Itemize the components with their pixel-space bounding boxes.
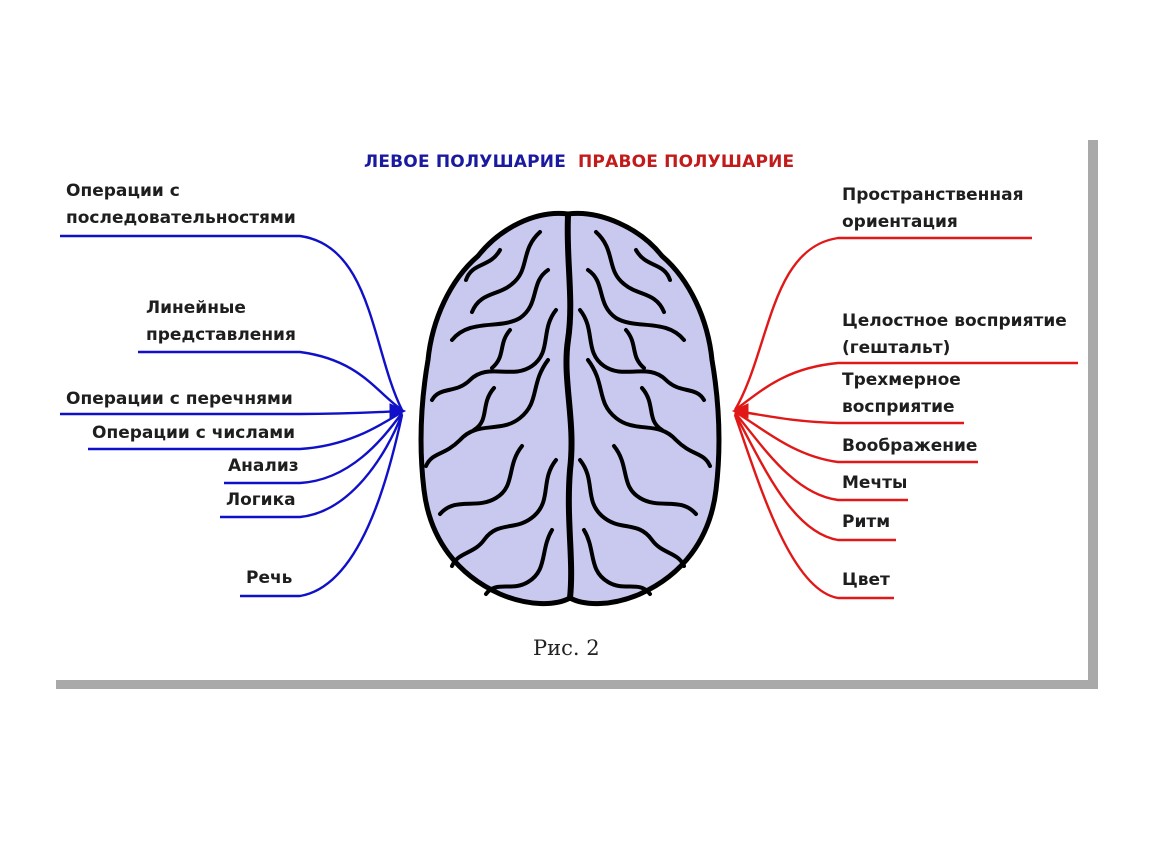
left-connector-lines: [60, 234, 407, 598]
left-label-sequences-line1: Операции с: [66, 181, 180, 201]
left-label-speech: Речь: [246, 568, 293, 588]
left-label-logic: Логика: [226, 490, 296, 510]
right-connector-1: [733, 236, 1032, 411]
right-connector-5: [734, 412, 908, 502]
left-connector-1: [60, 234, 404, 411]
right-label-spatial-line2: ориентация: [842, 212, 958, 232]
right-connector-6: [733, 413, 896, 542]
right-hemisphere-header: ПРАВОЕ ПОЛУШАРИЕ: [578, 152, 795, 172]
right-label-spatial: Пространственная ориентация: [842, 182, 1024, 236]
frame-shadow-bottom: [56, 680, 1098, 689]
right-arrow: [731, 403, 749, 419]
right-label-color: Цвет: [842, 570, 890, 590]
left-connector-6: [220, 413, 404, 519]
right-label-3d: Трехмерное восприятие: [842, 367, 961, 421]
right-connector-7: [733, 414, 894, 600]
left-connector-2: [138, 350, 403, 411]
right-label-gestalt: Целостное восприятие (гештальт): [842, 308, 1067, 362]
left-label-sequences: Операции с последовательностями: [66, 178, 296, 232]
right-label-3d-line1: Трехмерное: [842, 370, 961, 390]
right-connector-4: [734, 410, 978, 464]
right-label-spatial-line1: Пространственная: [842, 185, 1024, 205]
right-label-dreams: Мечты: [842, 473, 908, 493]
left-connector-7: [240, 414, 404, 598]
right-label-rhythm: Ритм: [842, 512, 891, 532]
right-connector-lines: [731, 236, 1078, 600]
left-label-analysis: Анализ: [228, 456, 299, 476]
left-hemisphere-header: ЛЕВОЕ ПОЛУШАРИЕ: [364, 152, 567, 172]
right-connector-2: [734, 361, 1078, 411]
brain-top-view-icon: [418, 210, 722, 607]
left-label-linear-line1: Линейные: [146, 298, 246, 318]
frame-shadow-right: [1088, 140, 1098, 686]
left-arrow: [389, 403, 407, 419]
right-label-gestalt-line2: (гештальт): [842, 338, 951, 358]
left-connector-5: [224, 412, 403, 485]
left-label-sequences-line2: последовательностями: [66, 208, 296, 228]
right-label-3d-line2: восприятие: [842, 397, 955, 417]
figure-caption: Рис. 2: [533, 636, 600, 660]
left-label-lists: Операции с перечнями: [66, 389, 293, 409]
right-label-imagination: Воображение: [842, 436, 978, 456]
left-label-numbers: Операции с числами: [92, 423, 296, 443]
left-label-linear-line2: представления: [146, 325, 296, 345]
right-label-gestalt-line1: Целостное восприятие: [842, 311, 1067, 331]
left-connector-4: [88, 410, 403, 451]
left-label-linear: Линейные представления: [146, 295, 296, 349]
